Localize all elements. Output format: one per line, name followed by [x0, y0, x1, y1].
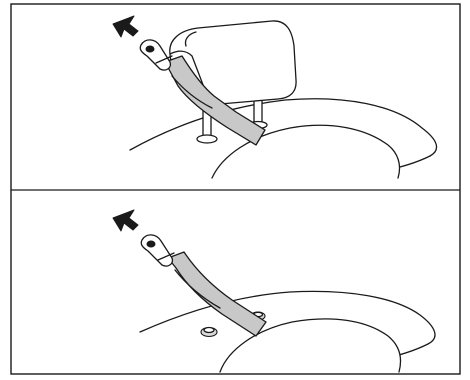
belt-tongue	[140, 40, 172, 70]
belt-tongue	[141, 235, 174, 266]
belt-strap	[168, 252, 266, 336]
pull-arrow-icon	[113, 210, 138, 231]
bottom-panel	[113, 210, 435, 372]
top-panel	[113, 16, 437, 178]
pull-arrow-icon	[113, 16, 138, 37]
